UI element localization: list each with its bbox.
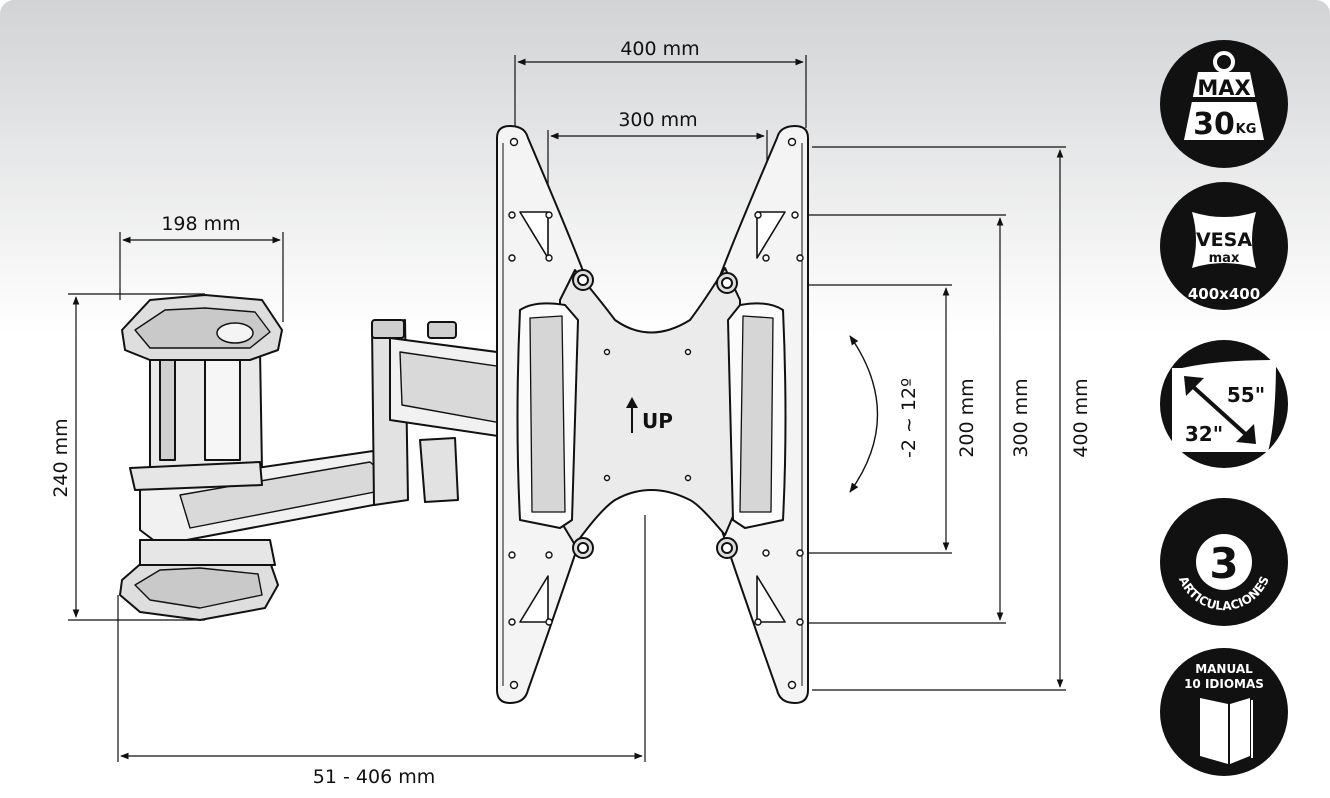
up-label: UP [642,409,673,433]
dim-wall-plate-height: 240 mm [50,418,72,497]
dim-vesa-height-small: 200 mm [956,378,978,457]
badge-weight: MAX 30 KG [1160,40,1288,168]
book-icon [1200,698,1228,764]
badge-screen-size: 55" 32" [1160,340,1288,468]
badge-manual-line2: 10 IDIOMAS [1184,677,1264,691]
diagonal-arrow-icon [1188,382,1254,442]
weight-ring-icon [1213,51,1235,73]
dim-vesa-width-inner: 300 mm [618,109,697,131]
joints-count-icon [1196,534,1252,590]
badge-weight-value: 30 [1193,107,1235,142]
vesa-plate-icon [1192,212,1256,268]
badge-vesa-title: VESA [1196,229,1252,251]
badge-joints: 3 ARTICULACIONES [1160,498,1288,626]
badge-joints-count: 3 [1209,539,1238,588]
wall-mount-arm [119,294,526,621]
dim-vesa-width-outer: 400 mm [620,38,699,60]
dim-vesa-height-medium: 300 mm [1010,378,1032,457]
badge-manual-line1: MANUAL [1195,662,1253,676]
up-arrow-head-icon [626,397,638,408]
badge-screen-min: 32" [1185,422,1223,446]
badge-vesa: VESA max 400x400 [1160,182,1288,310]
up-marker: UP [626,397,673,433]
dim-wall-plate-width: 198 mm [161,213,240,235]
weight-icon [1184,72,1264,140]
dim-extension-range: 51 - 406 mm [313,766,435,788]
vesa-holes [508,137,804,690]
badge-weight-unit: KG [1236,122,1257,137]
badge-weight-top: MAX [1197,76,1250,100]
badge-vesa-sub: max [1209,251,1240,266]
dim-tilt-range: -2 ~ 12º [898,378,920,458]
dim-vesa-height-large: 400 mm [1070,378,1092,457]
badge-screen-max: 55" [1227,383,1265,407]
badge-manual: MANUAL 10 IDIOMAS [1160,648,1288,776]
badge-vesa-size: 400x400 [1188,285,1260,303]
